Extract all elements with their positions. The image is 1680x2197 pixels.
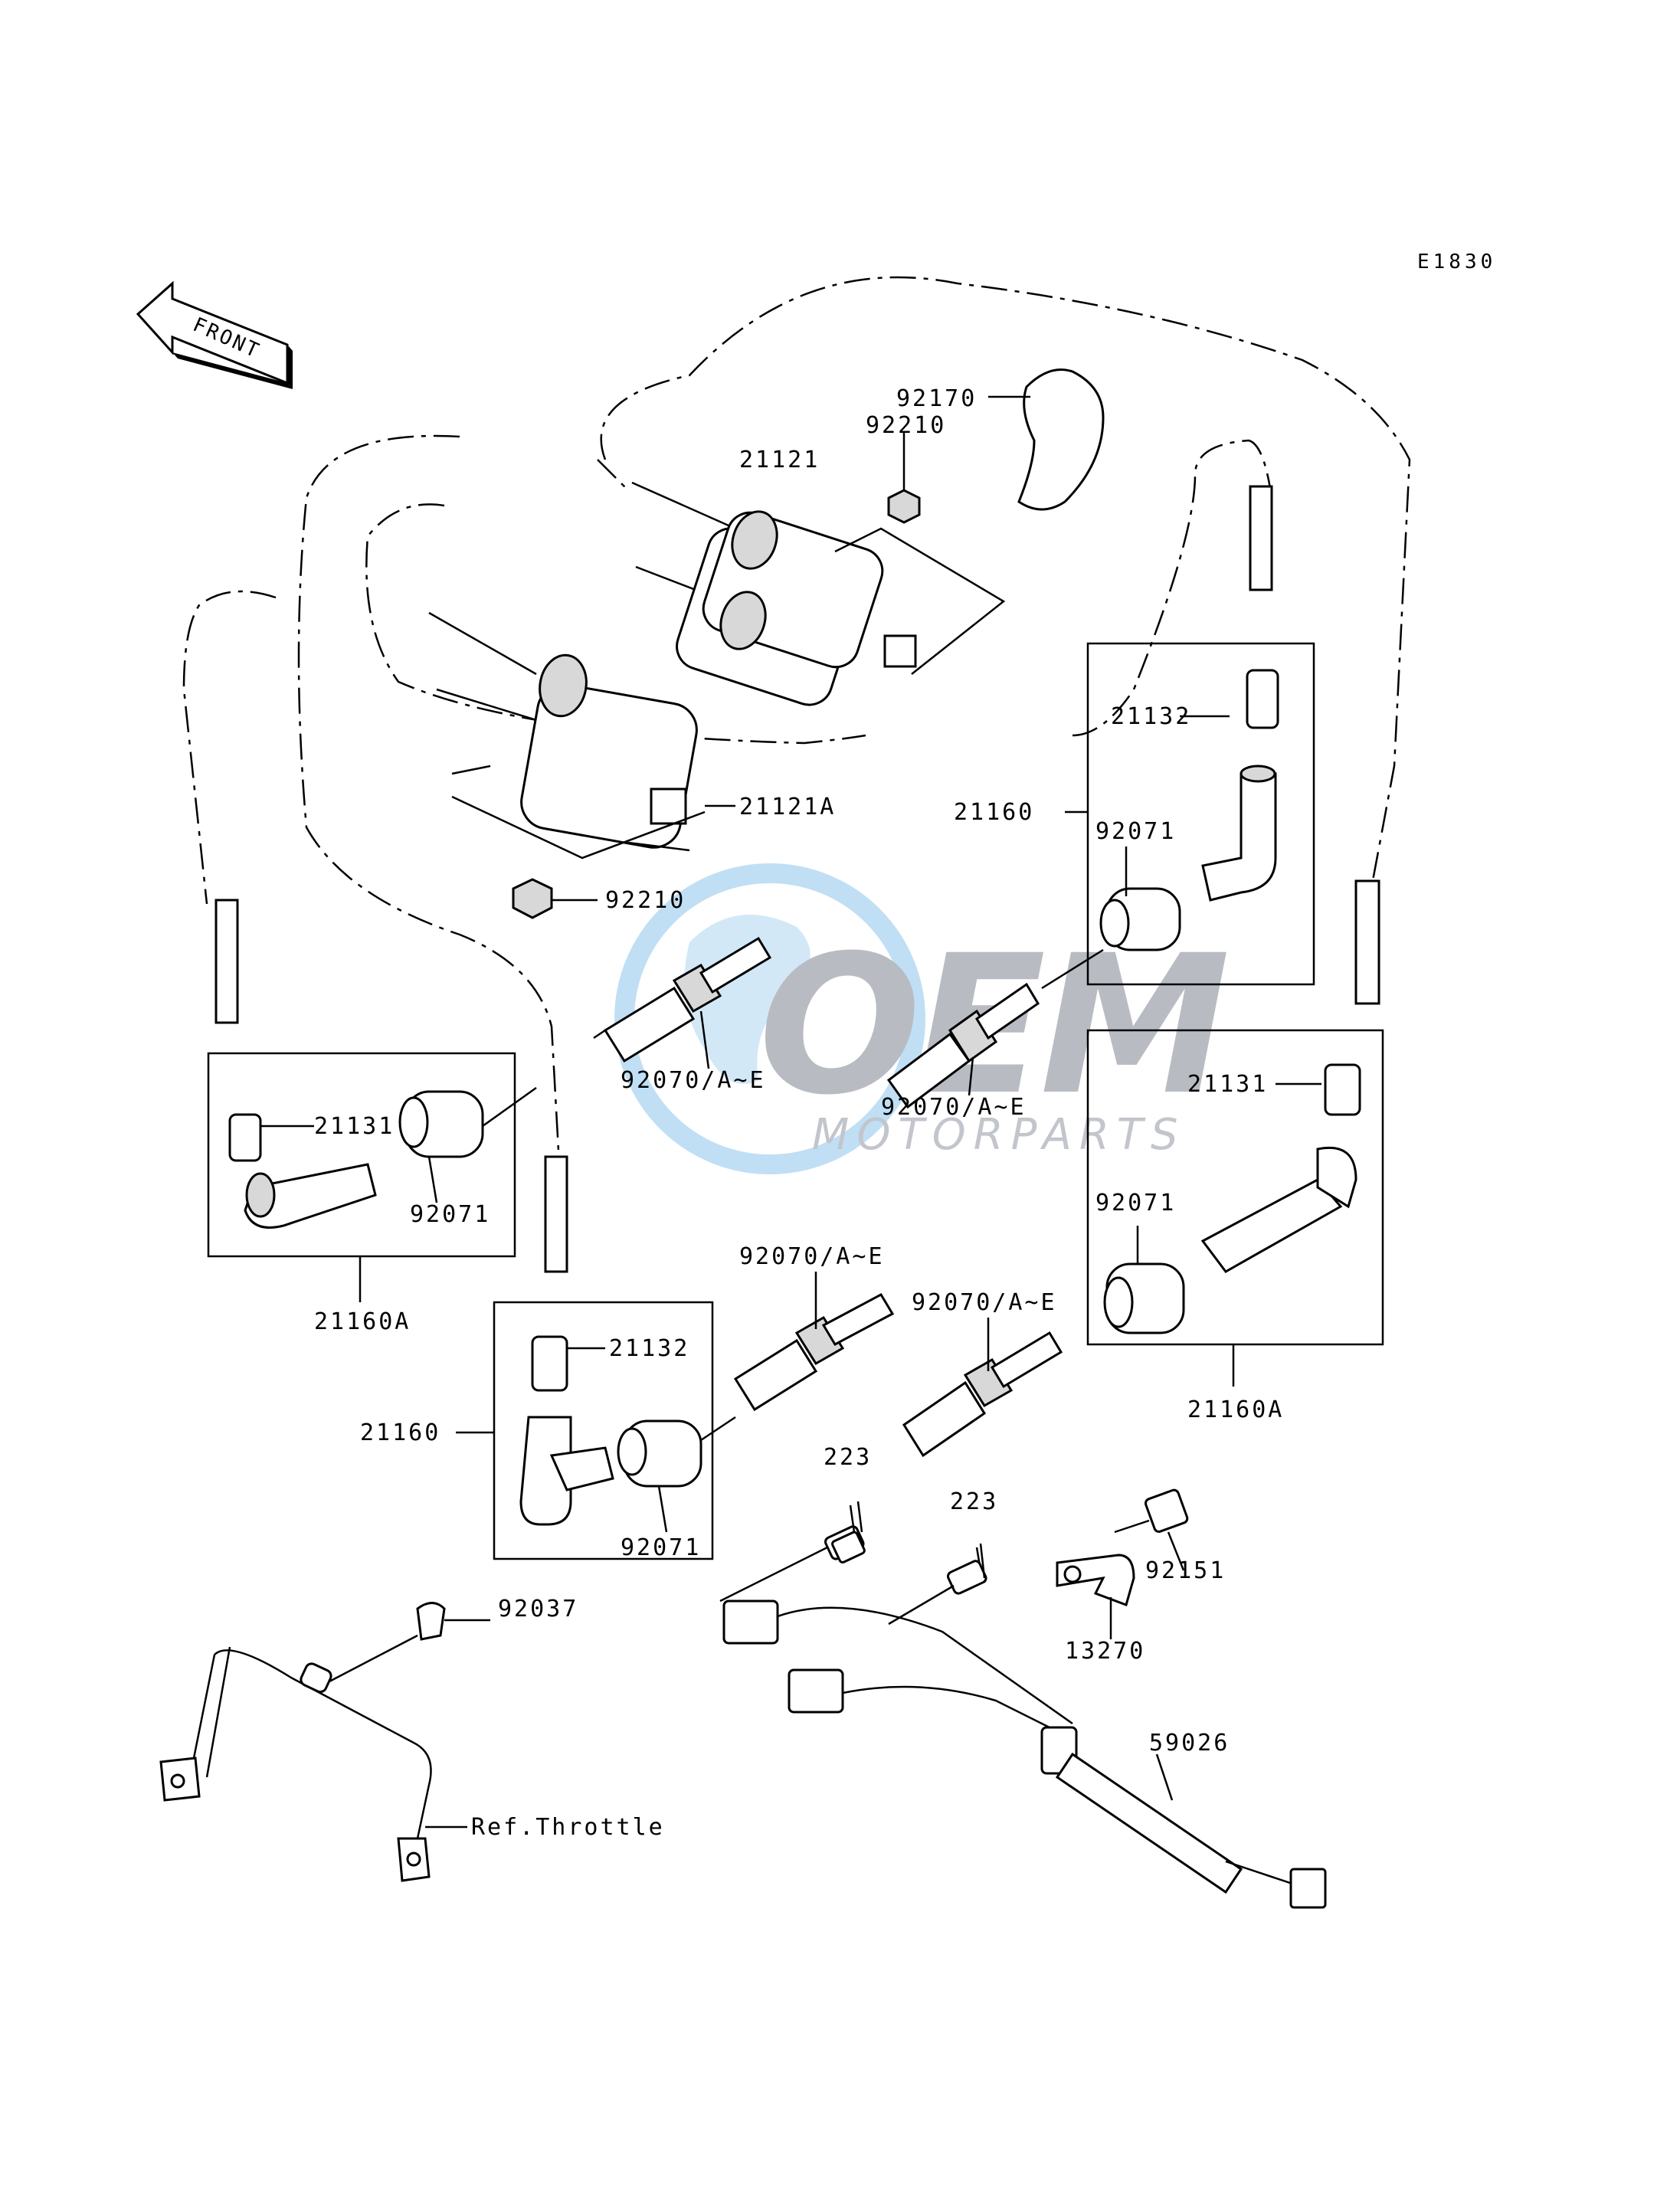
label-ref-throttle: Ref.Throttle — [471, 1814, 665, 1841]
label-92151: 92151 — [1145, 1557, 1226, 1584]
box-21160A-left — [207, 1052, 516, 1258]
spark-plug-center-right — [886, 982, 1040, 1109]
bracket-13270 — [1056, 1554, 1135, 1639]
label-92070-center-left: 92070/A~E — [621, 1067, 766, 1094]
screw-223-right — [979, 1543, 986, 1579]
box-21160-right — [1086, 642, 1315, 986]
box-21160A-right — [1086, 1029, 1384, 1346]
front-arrow-icon: FRONT — [136, 280, 293, 389]
label-92070-lower-right: 92070/A~E — [912, 1289, 1057, 1316]
label-92071-left: 92071 — [410, 1201, 490, 1228]
label-223-right: 223 — [950, 1488, 998, 1515]
label-21121: 21121 — [739, 447, 820, 473]
spark-plug-center-left — [593, 936, 772, 1069]
spark-plug-lower-right — [902, 1318, 1063, 1458]
label-21132-right: 21132 — [1111, 703, 1191, 730]
nut-92210-mid — [512, 878, 598, 919]
label-21132-lower: 21132 — [609, 1335, 689, 1362]
nut-92210-top — [887, 433, 921, 524]
label-92070-center-right: 92070/A~E — [881, 1094, 1027, 1121]
cap-21160A-right — [1103, 879, 1380, 1387]
label-92071-right: 92071 — [1095, 818, 1176, 845]
spark-plug-lower-left — [733, 1272, 895, 1412]
label-21131-left: 21131 — [314, 1113, 395, 1140]
label-21131-right: 21131 — [1187, 1071, 1268, 1098]
cap-21160-right — [1041, 485, 1279, 990]
cap-21160A-left — [215, 899, 537, 1302]
wire-route-far-left — [182, 590, 277, 905]
wire-route-top — [597, 439, 1273, 737]
label-92170: 92170 — [896, 385, 977, 412]
wire-route-left — [297, 434, 561, 1165]
wire-harness-59026 — [719, 1501, 1327, 1909]
label-92210-mid: 92210 — [605, 887, 686, 914]
label-92210-top: 92210 — [866, 412, 946, 439]
label-92070-lower-left: 92070/A~E — [739, 1243, 885, 1270]
label-92037: 92037 — [498, 1596, 578, 1622]
cap-21160-lower — [456, 1155, 736, 1533]
wire-route-mid — [365, 503, 866, 745]
screw-223-left — [831, 1505, 866, 1563]
label-92071-lower: 92071 — [621, 1534, 701, 1561]
throttle-bracket — [159, 1602, 490, 1882]
diagram-code: E1830 — [1417, 250, 1496, 273]
label-59026: 59026 — [1149, 1730, 1230, 1757]
label-21160-right: 21160 — [954, 799, 1034, 826]
box-21160-lower — [493, 1301, 714, 1560]
label-92071-right-lower: 92071 — [1095, 1190, 1176, 1216]
label-21160A-left: 21160A — [314, 1308, 411, 1335]
label-13270: 13270 — [1065, 1638, 1145, 1665]
label-21160A-right: 21160A — [1187, 1396, 1284, 1423]
ignition-coil-lower — [428, 611, 735, 859]
part-labels: 92170 92210 21121 21121A 92210 21132 211… — [314, 385, 1284, 1841]
clip-92170 — [988, 368, 1105, 511]
ignition-coil-upper — [631, 481, 1006, 706]
watermark-sub: MOTORPARTS — [812, 1110, 1186, 1160]
bolt-92151 — [1114, 1488, 1189, 1571]
label-21160-lower: 21160 — [360, 1419, 440, 1446]
label-21121A: 21121A — [739, 794, 836, 820]
label-223-left: 223 — [824, 1444, 872, 1471]
